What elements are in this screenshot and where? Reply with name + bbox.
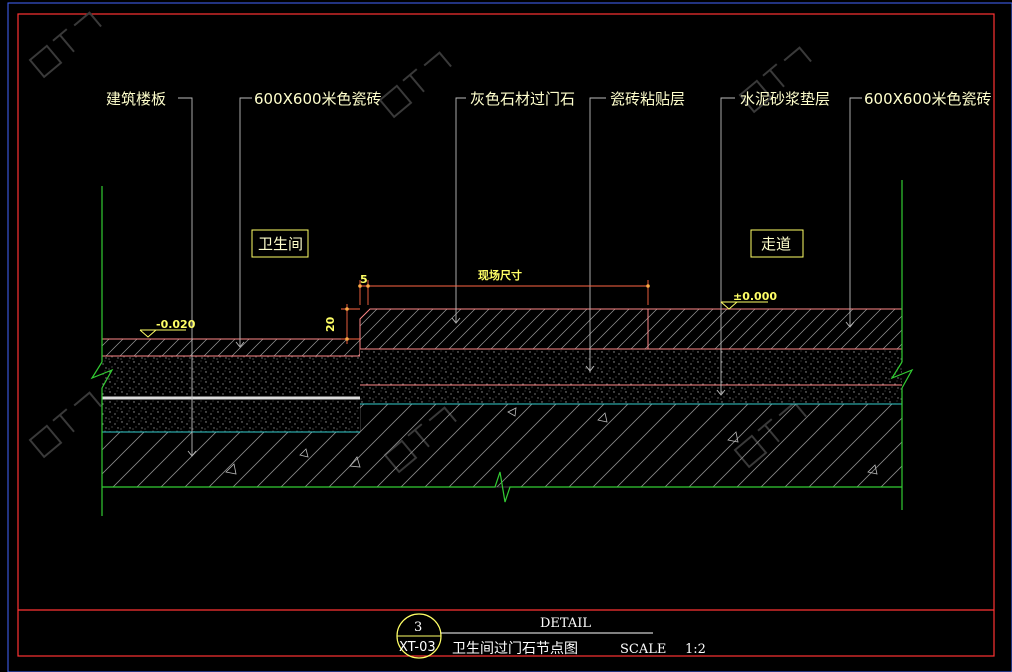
threshold-stone <box>359 308 649 350</box>
level-marker-right <box>720 301 768 310</box>
detail-number: 3 <box>414 620 422 635</box>
outer-frame <box>7 2 1012 672</box>
left-floor-tile <box>101 338 361 357</box>
leader-arrows <box>187 317 855 457</box>
room-tag-corridor: 走道 <box>761 235 791 253</box>
title-scale-label: SCALE <box>620 642 666 657</box>
callout-cement-mortar: 水泥砂浆垫层 <box>740 90 830 108</box>
right-base <box>360 386 902 404</box>
callout-floor-slab: 建筑楼板 <box>106 90 166 108</box>
slab-aggregate-marks <box>225 407 878 475</box>
room-tag-bathroom: 卫生间 <box>258 235 303 253</box>
dim-height-20: 20 <box>324 316 337 332</box>
title-heading: DETAIL <box>540 616 591 631</box>
dimension-ticks <box>345 284 650 341</box>
room-tag-box-right <box>750 229 804 258</box>
dim-site-size: 现场尺寸 <box>478 268 522 282</box>
detail-sheet-ref: XT-03 <box>399 640 436 655</box>
level-text-left: -0.020 <box>156 318 196 331</box>
leader-lines <box>178 97 862 455</box>
break-lines <box>90 180 914 516</box>
level-text-right: ±0.000 <box>733 290 777 303</box>
callout-beige-tile-right: 600X600米色瓷砖 <box>864 90 992 108</box>
callout-beige-tile-left: 600X600米色瓷砖 <box>254 90 382 108</box>
callout-tile-adhesive: 瓷砖粘贴层 <box>610 90 685 108</box>
dim-gap-5: 5 <box>360 273 368 286</box>
drawing-frame <box>17 13 995 657</box>
title-caption: 卫生间过门石节点图 <box>452 641 578 657</box>
right-mortar-bed <box>360 349 902 385</box>
title-scale-value: 1:2 <box>685 642 706 657</box>
level-marker-left <box>139 329 186 338</box>
room-tag-box-left <box>251 229 309 258</box>
callout-threshold-stone: 灰色石材过门石 <box>470 90 575 108</box>
left-mortar-bed <box>102 356 360 432</box>
right-floor-tile <box>647 308 903 350</box>
